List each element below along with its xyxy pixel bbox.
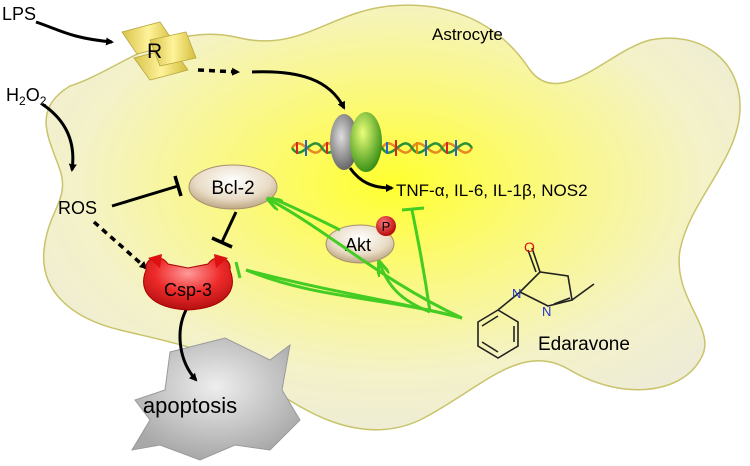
phospho-badge xyxy=(376,216,396,236)
dna-helix-icon xyxy=(290,140,474,156)
apoptosis-label: apoptosis xyxy=(143,393,237,418)
dna-to-cytokines-arrow xyxy=(348,167,394,192)
receptor-icon xyxy=(121,21,197,81)
csp3-label: Csp-3 xyxy=(164,280,212,300)
transcription-factor-gray xyxy=(330,114,358,170)
h2o2-label: H2O2 xyxy=(6,85,47,108)
edaravone-activates-bcl2-a xyxy=(270,200,463,320)
bcl2-node xyxy=(188,164,278,210)
lps-label: LPS xyxy=(2,4,36,24)
edaravone-molecule-icon xyxy=(477,247,595,359)
molecule-nitrogen-2: N xyxy=(542,304,551,319)
astrocyte-label: Astrocyte xyxy=(432,25,503,44)
akt-label: Akt xyxy=(345,235,371,255)
astrocyte-cell xyxy=(42,4,741,431)
csp3-node xyxy=(143,254,233,311)
receptor-label: R xyxy=(147,40,162,63)
ros-to-csp3-arrow xyxy=(92,220,148,270)
akt-node xyxy=(325,224,395,264)
edaravone-inhibits-cytokines xyxy=(410,209,432,313)
edaravone-inhibits-csp3-line xyxy=(245,268,463,320)
molecule-nitrogen-1: N xyxy=(512,286,521,301)
receptor-to-dna-arrow xyxy=(251,70,346,110)
apoptosis-cell xyxy=(131,337,301,461)
cytokines-label: TNF-α, IL-6, IL-1β, NOS2 xyxy=(396,181,588,200)
transcription-factor-green xyxy=(350,112,382,172)
h2o2-to-ros-arrow xyxy=(41,102,77,172)
edaravone-activates-bcl2-b xyxy=(271,196,341,232)
bcl2-label: Bcl-2 xyxy=(211,178,254,199)
edaravone-effects xyxy=(234,196,463,320)
phospho-label: P xyxy=(382,219,391,234)
edaravone-activates-akt xyxy=(380,264,431,314)
receptor-to-nucleus-arrow xyxy=(197,67,240,76)
csp3-to-apoptosis-arrow xyxy=(178,309,198,382)
ros-label: ROS xyxy=(58,198,97,218)
ros-inhibits-bcl2 xyxy=(111,175,183,208)
edaravone-label: Edaravone xyxy=(538,334,630,355)
bcl2-inhibits-csp3 xyxy=(211,211,238,249)
lps-to-receptor-arrow xyxy=(35,20,114,46)
molecule-oxygen: O xyxy=(524,239,535,255)
